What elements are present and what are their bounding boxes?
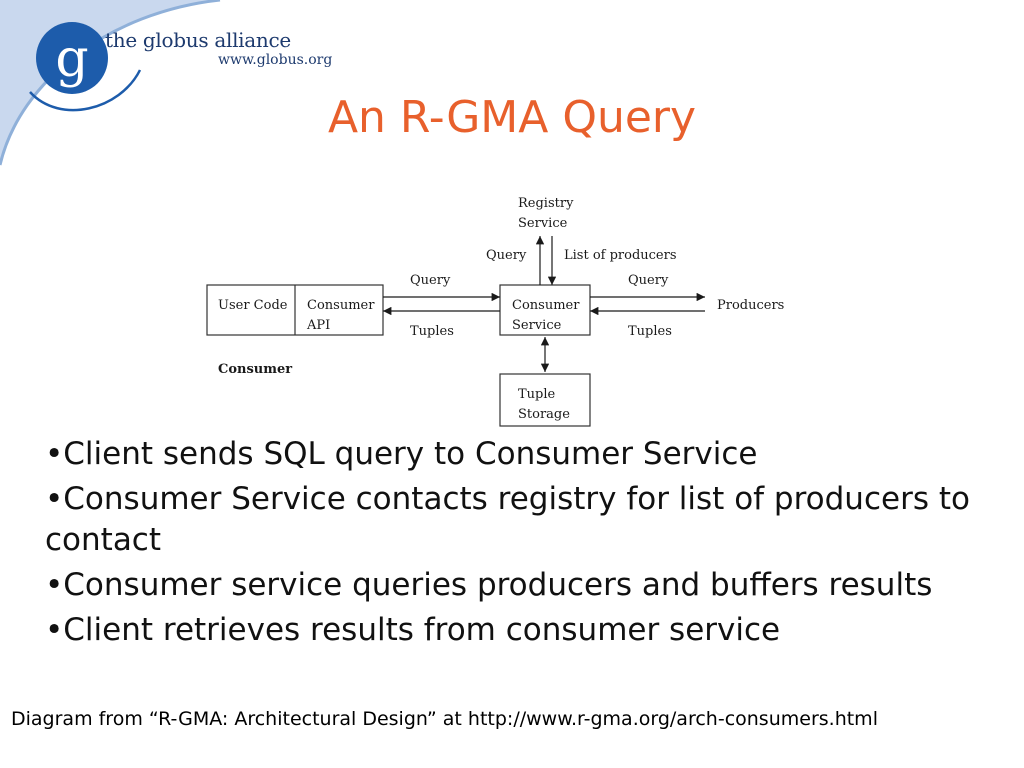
label-user-code: User Code (218, 298, 288, 313)
logo-url: www.globus.org (218, 52, 333, 68)
label-registry-service-2: Service (518, 216, 568, 231)
label-consumer-service-1: Consumer (512, 298, 580, 313)
diagram-caption: Diagram from “R-GMA: Architectural Desig… (11, 708, 878, 730)
label-query-right: Query (628, 273, 669, 288)
globus-logo: g (0, 0, 221, 166)
label-registry-service-1: Registry (518, 196, 574, 211)
bullet-list: •Client sends SQL query to Consumer Serv… (45, 434, 995, 655)
label-tuples-left: Tuples (410, 324, 454, 339)
label-consumer: Consumer (218, 362, 292, 377)
label-consumer-api-2: API (306, 318, 330, 333)
bullet-item: •Consumer service queries producers and … (45, 567, 933, 603)
tuple-storage-box (499, 373, 591, 427)
label-consumer-api-1: Consumer (307, 298, 375, 313)
label-tuples-right: Tuples (628, 324, 672, 339)
logo-orbit (29, 69, 142, 112)
slide-title: An R-GMA Query (327, 92, 697, 143)
logo-mark-letter: g (55, 29, 88, 89)
label-consumer-service-2: Service (512, 318, 562, 333)
bullet-item: •Client retrieves results from consumer … (45, 612, 781, 648)
rgma-diagram: Registry Service Query List of producers… (206, 196, 784, 427)
bullet-item: •Client sends SQL query to Consumer Serv… (45, 436, 758, 472)
label-producers: Producers (717, 298, 784, 313)
bullet-item: •Consumer Service contacts registry for … (45, 481, 970, 558)
label-list-of-producers: List of producers (564, 248, 677, 263)
label-query-left: Query (410, 273, 451, 288)
label-query-up: Query (486, 248, 527, 263)
logo-circle (36, 22, 108, 94)
label-tuple-storage-2: Storage (518, 407, 570, 422)
label-tuple-storage-1: Tuple (518, 387, 556, 402)
logo-org-name: the globus alliance (105, 28, 291, 52)
